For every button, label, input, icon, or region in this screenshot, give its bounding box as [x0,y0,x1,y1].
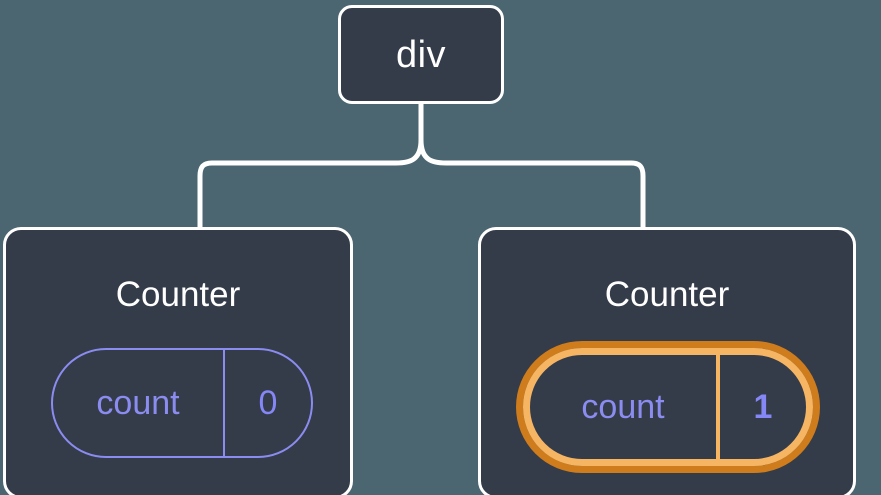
state-value-cell: 0 [223,350,311,456]
connector-right-branch [418,137,646,230]
state-value-label: 0 [258,384,278,422]
state-value-cell: 1 [716,355,806,459]
state-key-label: count [96,384,180,422]
node-root-label: div [395,33,447,76]
state-pill-container: count 1 [523,348,813,466]
node-title: Counter [604,275,730,314]
state-pill-container: count 0 [51,348,313,458]
connector-left-branch [197,137,424,230]
node-root-div[interactable]: div [338,5,504,104]
node-counter-left[interactable]: Counter count 0 [3,227,353,495]
state-pill[interactable]: count 0 [51,348,313,458]
node-counter-right[interactable]: Counter count 1 [478,227,856,495]
node-title: Counter [115,275,241,314]
state-pill-highlighted[interactable]: count 1 [523,348,813,466]
state-key-cell: count [530,355,716,459]
state-key-label: count [581,388,665,426]
state-key-cell: count [53,350,223,456]
state-value-label: 1 [753,388,773,426]
